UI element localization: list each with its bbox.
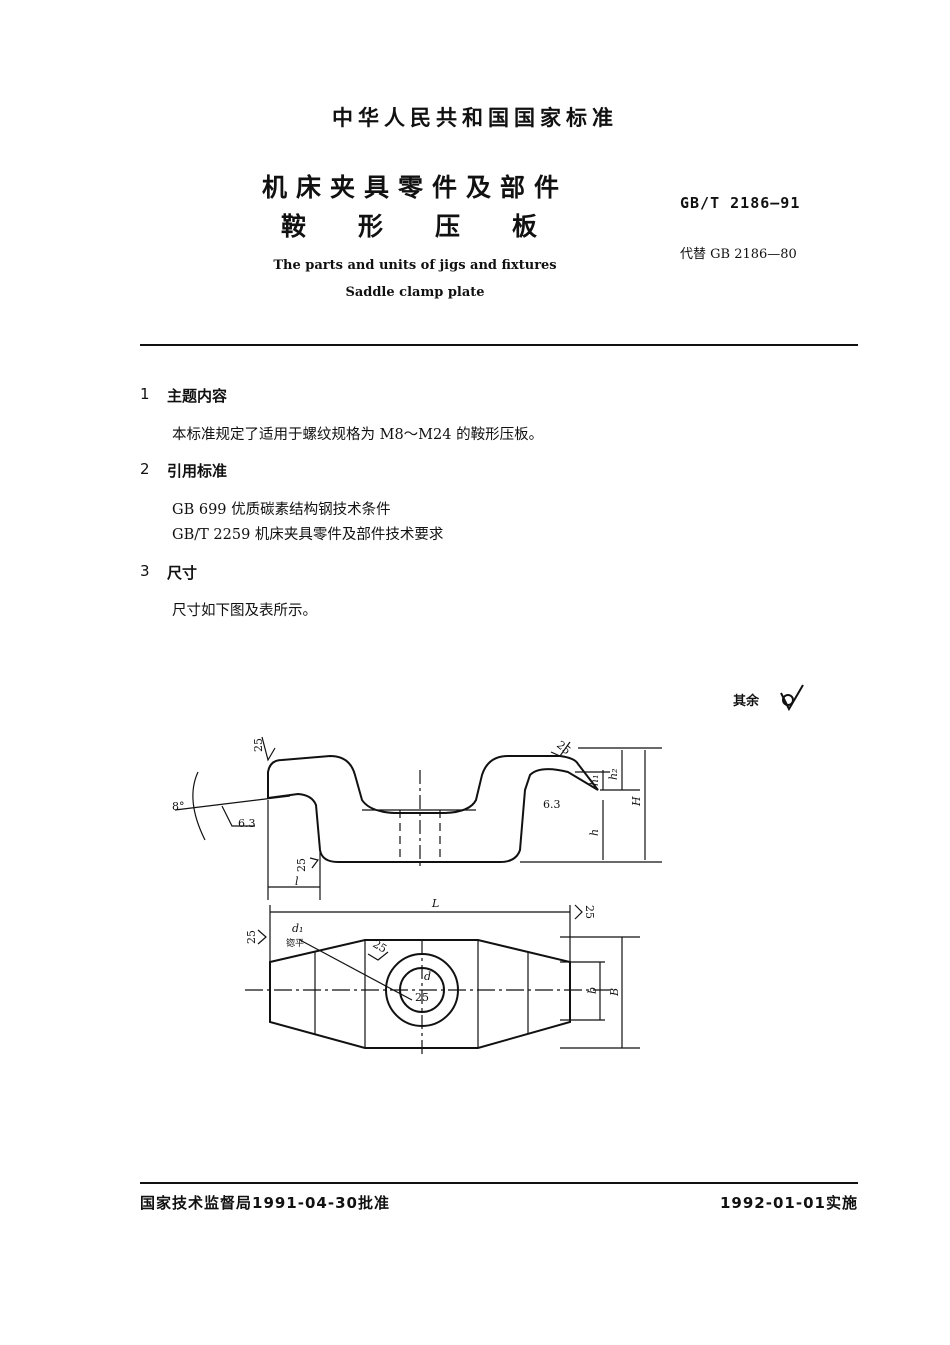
english-title-line1: The parts and units of jigs and fixtures <box>273 258 557 273</box>
dim-h: h <box>588 829 601 836</box>
english-title-line2: Saddle clamp plate <box>345 285 485 300</box>
effective-date: 1992-01-01实施 <box>720 1194 858 1212</box>
roughness-25-a: 25 <box>252 738 265 752</box>
document-title-line2: 鞍形压板 <box>280 212 589 241</box>
dim-d: d <box>424 970 431 983</box>
standard-number: GB/T 2186—91 <box>680 194 801 212</box>
approval-date: 国家技术监督局1991-04-30批准 <box>140 1194 390 1212</box>
dim-H: H <box>630 796 643 807</box>
roughness-63-right: 6.3 <box>543 798 561 811</box>
dim-h2: h₂ <box>607 769 620 781</box>
roughness-63-left: 6.3 <box>238 817 256 830</box>
surface-roughness-note: 其余 <box>733 694 760 709</box>
roughness-25-d: 25 <box>245 930 258 944</box>
section-2-ref-1: GB 699 优质碳素结构钢技术条件 <box>172 502 391 518</box>
section-3-title: 尺寸 <box>167 564 198 582</box>
section-2-title: 引用标准 <box>167 462 228 480</box>
roughness-25-e: 25 <box>583 905 596 919</box>
section-3-text: 尺寸如下图及表所示。 <box>172 603 317 619</box>
section-1-title: 主题内容 <box>167 387 228 405</box>
national-standard-heading: 中华人民共和国国家标准 <box>332 106 618 130</box>
section-1-text: 本标准规定了适用于螺纹规格为 M8～M24 的鞍形压板。 <box>172 427 544 443</box>
roughness-25-g: 25 <box>415 991 429 1004</box>
section-2-ref-2: GB/T 2259 机床夹具零件及部件技术要求 <box>172 527 444 543</box>
technical-drawing: 8° 6.3 6.3 25 25 25 25 25 25 25 h₁ h₂ h … <box>172 736 662 1055</box>
spotface-label: 锪平 <box>286 937 304 949</box>
dim-L: L <box>431 897 439 910</box>
angle-label: 8° <box>172 800 185 813</box>
dim-b: b <box>586 987 599 994</box>
footer-rule <box>140 1182 858 1184</box>
section-3-number: 3 <box>140 562 150 580</box>
replaces-standard: 代替 GB 2186—80 <box>680 247 797 262</box>
header-rule <box>140 344 858 346</box>
dim-B: B <box>608 988 621 997</box>
dim-h1: h₁ <box>588 775 601 787</box>
dim-d1: d₁ <box>292 922 303 935</box>
roughness-25-c: 25 <box>295 858 308 872</box>
section-2-number: 2 <box>140 460 150 478</box>
document-title-line1: 机床夹具零件及部件 <box>261 173 568 202</box>
roughness-25-f: 25 <box>371 937 390 955</box>
dim-l: l <box>295 875 299 888</box>
roughness-symbol-icon <box>780 684 804 712</box>
section-1-number: 1 <box>140 385 150 403</box>
